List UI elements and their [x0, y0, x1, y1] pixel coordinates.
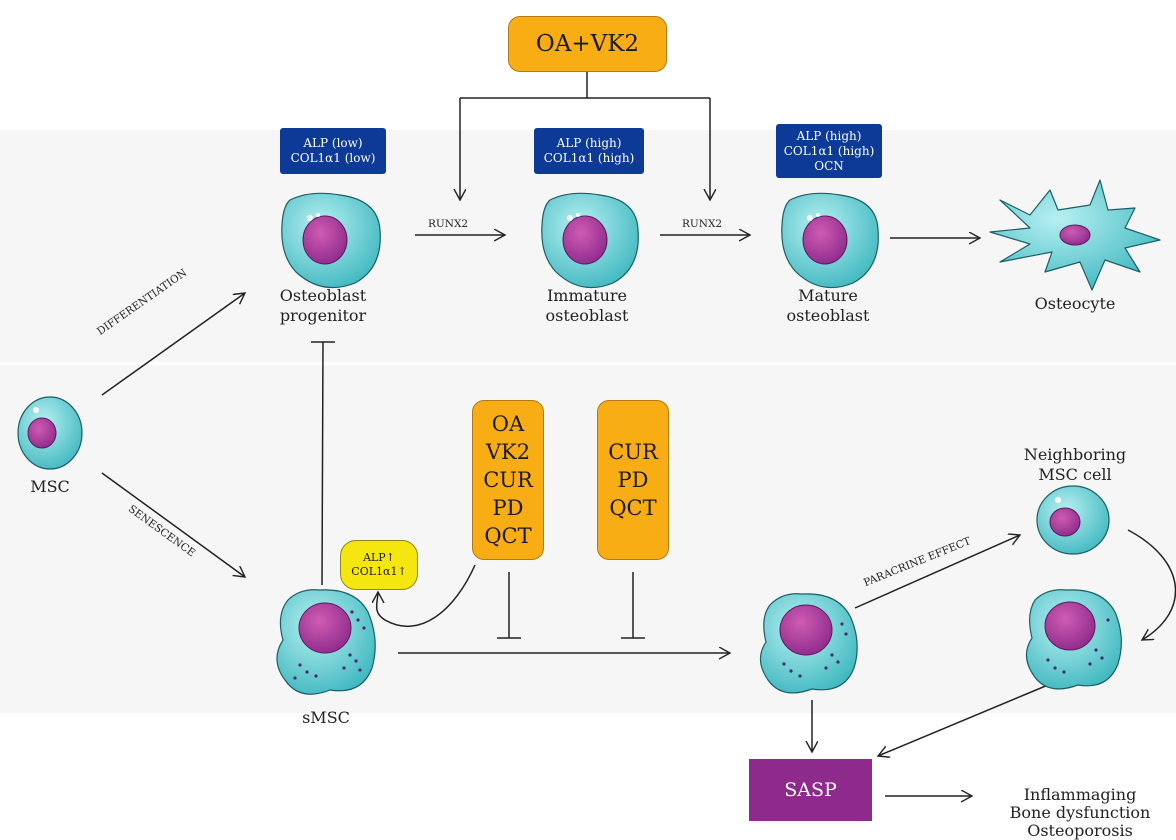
- label-line: Immature: [546, 286, 628, 305]
- treatment-bracket-line: [460, 70, 710, 99]
- oa-vk2-treatment-box: OA+VK2: [508, 16, 667, 72]
- msc-text: MSC: [30, 477, 70, 496]
- differentiation-arrow: [101, 293, 245, 396]
- mature-label: Mature osteoblast: [768, 286, 888, 326]
- label-line: progenitor: [279, 306, 367, 325]
- osteocyte-icon: [989, 179, 1161, 291]
- alp-up-text: ALP↑: [363, 551, 395, 564]
- outcomes-list: Inflammaging Bone dysfunction Osteoporos…: [990, 786, 1170, 840]
- compound: VK2: [485, 440, 531, 464]
- col1a1-up-text: COL1α1↑: [351, 565, 407, 578]
- inhibition-right: [621, 572, 645, 639]
- senolytics-box-right: CUR PD QCT: [597, 400, 669, 560]
- compound: OA: [491, 412, 525, 436]
- marker-line: ALP (low): [303, 136, 363, 150]
- marker-line: ALP (high): [796, 128, 862, 143]
- senolytics-box-left: OA VK2 CUR PD QCT: [472, 400, 544, 560]
- progenitor-marker-box: ALP (low) COL1α1 (low): [280, 128, 386, 174]
- marker-line: COL1α1 (low): [290, 151, 376, 165]
- compound: CUR: [608, 440, 658, 464]
- immature-marker-box: ALP (high) COL1α1 (high): [534, 128, 644, 174]
- marker-line: COL1α1 (high): [543, 151, 635, 165]
- oa-vk2-label: OA+VK2: [535, 31, 640, 57]
- inhibition-left: [497, 572, 521, 639]
- smsc-label: sMSC: [296, 708, 356, 728]
- label-line: osteoblast: [786, 306, 870, 325]
- neighbor-to-sasp-arrow: [878, 684, 1049, 756]
- mature-osteoblast-icon: [781, 192, 879, 289]
- msc-label: MSC: [20, 477, 80, 497]
- curved-arrow-to-alp: [377, 564, 476, 627]
- progenitor-cell-icon: [281, 192, 381, 289]
- immature-osteoblast-icon: [541, 192, 639, 289]
- senescent-cell-icon: [759, 593, 858, 694]
- compound: CUR: [483, 468, 533, 492]
- sasp-box: SASP: [749, 759, 872, 821]
- neighboring-msc-icon: [1036, 485, 1110, 555]
- compound: PD: [492, 496, 524, 520]
- label-line: Osteoblast: [279, 286, 367, 305]
- inhibition-to-progenitor: [311, 341, 335, 586]
- neighboring-msc-label: Neighboring MSC cell: [1010, 445, 1140, 485]
- converted-neighbor-senescent-icon: [1025, 589, 1122, 690]
- label-line: Neighboring: [1023, 445, 1127, 464]
- marker-line: COL1α1 (high): [783, 143, 875, 158]
- outcome-item: Inflammaging: [1023, 785, 1137, 804]
- osteocyte-label: Osteocyte: [1015, 294, 1135, 314]
- label-line: MSC cell: [1038, 465, 1112, 484]
- runx2-label: RUNX2: [682, 218, 723, 230]
- compound: QCT: [609, 496, 657, 520]
- label-line: osteoblast: [545, 306, 629, 325]
- marker-line: OCN: [814, 158, 844, 173]
- neighbor-conversion-arrow: [1127, 529, 1176, 640]
- outcome-item: Bone dysfunction: [1009, 803, 1151, 822]
- progenitor-label: Osteoblast progenitor: [263, 286, 383, 326]
- cell-layer: [17, 179, 1161, 695]
- compound: PD: [617, 468, 649, 492]
- smsc-text: sMSC: [302, 708, 350, 727]
- mature-marker-box: ALP (high) COL1α1 (high) OCN: [776, 124, 882, 178]
- label-line: Mature: [798, 286, 858, 305]
- compound: QCT: [484, 524, 532, 548]
- alp-col1a1-up-box: ALP↑ COL1α1↑: [340, 540, 418, 590]
- runx2-label: RUNX2: [428, 218, 469, 230]
- smsc-senescent-cell-icon: [276, 589, 376, 695]
- outcome-item: Osteoporosis: [1027, 821, 1133, 840]
- osteocyte-text: Osteocyte: [1034, 294, 1116, 313]
- sasp-text: SASP: [784, 779, 837, 801]
- immature-label: Immature osteoblast: [527, 286, 647, 326]
- senescence-arrow: [101, 472, 245, 577]
- senescence-band: [0, 365, 1176, 713]
- connector-layer: [101, 70, 1176, 821]
- msc-cell-icon: [17, 396, 83, 470]
- paracrine-arrow: [854, 535, 1020, 609]
- marker-line: ALP (high): [556, 136, 622, 150]
